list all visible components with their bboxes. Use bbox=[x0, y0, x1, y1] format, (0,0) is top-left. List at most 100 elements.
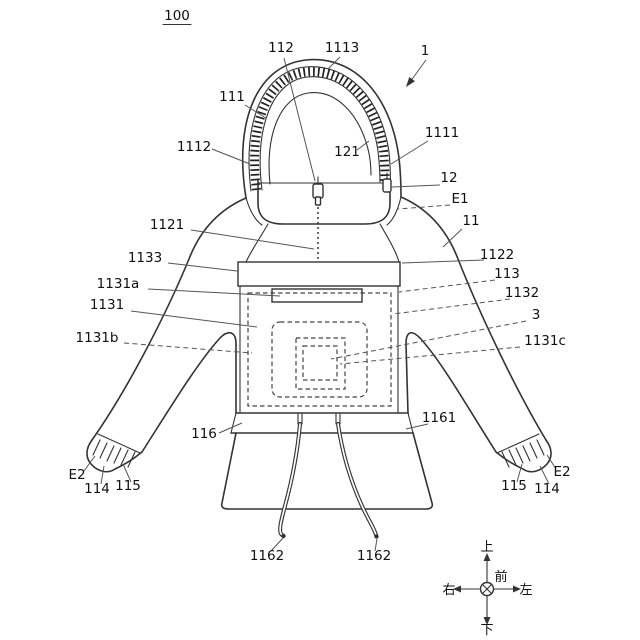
compass-label-front: 前 bbox=[494, 569, 507, 585]
drawcord-left-core bbox=[279, 423, 301, 536]
label-12: 12 bbox=[440, 170, 457, 186]
chest-seam-right bbox=[379, 223, 400, 263]
drawcord-left bbox=[278, 422, 302, 537]
leader-11 bbox=[442, 228, 463, 248]
label-1161: 1161 bbox=[422, 410, 456, 426]
label-1122: 1122 bbox=[480, 247, 514, 263]
cuff-right-seam bbox=[496, 433, 540, 454]
leader-1161 bbox=[405, 423, 429, 430]
leader-1122 bbox=[401, 259, 485, 264]
compass-label-left: 左 bbox=[519, 583, 532, 598]
arrowhead-1 bbox=[406, 77, 415, 87]
jacket-drawing bbox=[86, 58, 552, 539]
pocket-dashed-mid bbox=[271, 321, 368, 398]
neckline-right bbox=[386, 196, 402, 226]
label-113: 113 bbox=[494, 266, 520, 282]
sleeve-left-outer bbox=[91, 197, 247, 441]
label-3: 3 bbox=[532, 307, 541, 323]
compass-arrow-down bbox=[483, 617, 491, 625]
label-1131b: 1131b bbox=[76, 330, 119, 346]
label-116: 116 bbox=[191, 426, 217, 442]
label-100: 100 bbox=[164, 8, 190, 24]
drawcord-right-tip bbox=[374, 534, 379, 539]
orientation-compass: 上 下 右 左 前 bbox=[442, 540, 532, 638]
collar bbox=[257, 179, 391, 225]
hood-inner-rim bbox=[268, 92, 372, 185]
hood-outer-edge bbox=[241, 58, 402, 199]
leader-1131 bbox=[130, 310, 258, 328]
reference-labels: 100 1 112 1113 111 1112 121 1111 12 E1 1… bbox=[68, 8, 570, 564]
hood-zipper-teeth bbox=[250, 67, 390, 191]
zipper-slider-right bbox=[382, 178, 392, 193]
chest-seam-left bbox=[245, 223, 269, 263]
leader-3 bbox=[330, 320, 527, 360]
compass-arrow-right bbox=[513, 585, 521, 593]
leader-1111 bbox=[390, 140, 429, 165]
compass-arrow-up bbox=[483, 553, 491, 561]
leader-114-left bbox=[100, 465, 105, 485]
zipper-tab-center bbox=[314, 196, 322, 206]
pocket-dashed-outer bbox=[247, 292, 392, 407]
drawcord-left-tip bbox=[281, 533, 286, 539]
label-1132: 1132 bbox=[505, 285, 539, 301]
sleeve-left-inner bbox=[141, 331, 237, 453]
label-1162-right: 1162 bbox=[357, 548, 391, 564]
label-1113: 1113 bbox=[325, 40, 359, 56]
label-e2-right: E2 bbox=[553, 464, 570, 480]
leader-1131a bbox=[147, 288, 281, 297]
pocket-dashed-core bbox=[302, 345, 338, 381]
leader-e1 bbox=[397, 204, 451, 210]
compass-label-right: 右 bbox=[442, 583, 455, 598]
compass-label-down: 下 bbox=[480, 623, 493, 638]
cuff-left-ribbing bbox=[92, 439, 136, 468]
label-112: 112 bbox=[268, 40, 294, 56]
label-1131c: 1131c bbox=[524, 333, 566, 349]
hood-teeth-inner-line bbox=[259, 76, 381, 191]
leader-112 bbox=[283, 57, 316, 182]
leader-121 bbox=[356, 140, 370, 151]
leader-lines bbox=[83, 23, 557, 552]
zipper-slider-center bbox=[312, 183, 324, 199]
leader-115-left bbox=[122, 463, 132, 483]
label-114-right: 114 bbox=[534, 481, 560, 497]
label-1112: 1112 bbox=[177, 139, 211, 155]
cuff-right-outline bbox=[495, 439, 552, 473]
drawcord-grommets bbox=[297, 413, 341, 425]
leader-e2-left bbox=[83, 455, 96, 472]
cuff-left-seam bbox=[97, 433, 141, 454]
cuff-right-ribbing bbox=[501, 439, 545, 468]
label-1133: 1133 bbox=[128, 250, 162, 266]
label-1111: 1111 bbox=[425, 125, 459, 141]
drawcord-right-core bbox=[337, 423, 377, 536]
leader-116 bbox=[218, 422, 243, 434]
sleeve-right-outer bbox=[400, 196, 547, 441]
leader-111 bbox=[244, 104, 267, 119]
leader-12 bbox=[391, 184, 441, 188]
label-111: 111 bbox=[219, 89, 245, 105]
label-1131a: 1131a bbox=[97, 276, 140, 292]
neckline-left bbox=[245, 197, 263, 226]
label-1: 1 bbox=[421, 43, 430, 59]
label-115-right: 115 bbox=[501, 478, 527, 494]
leader-1 bbox=[409, 59, 427, 83]
leader-1113 bbox=[327, 56, 341, 70]
leader-1132 bbox=[392, 298, 511, 315]
leader-1162-left bbox=[270, 537, 284, 552]
hood-teeth-outer-line bbox=[248, 66, 392, 192]
label-1121: 1121 bbox=[150, 217, 184, 233]
leader-1121 bbox=[190, 229, 315, 250]
label-115-left: 115 bbox=[115, 478, 141, 494]
label-1162-left: 1162 bbox=[250, 548, 284, 564]
pocket-flap bbox=[237, 261, 401, 287]
hem-skirt bbox=[220, 432, 434, 510]
label-e1: E1 bbox=[451, 191, 468, 207]
leader-e2-right bbox=[546, 454, 557, 470]
compass-label-up: 上 bbox=[480, 540, 493, 555]
drawcord-right bbox=[336, 422, 378, 537]
leader-114-right bbox=[539, 465, 550, 485]
label-121: 121 bbox=[334, 144, 360, 160]
leader-113 bbox=[398, 279, 496, 293]
pocket-dashed-inner bbox=[295, 337, 346, 390]
